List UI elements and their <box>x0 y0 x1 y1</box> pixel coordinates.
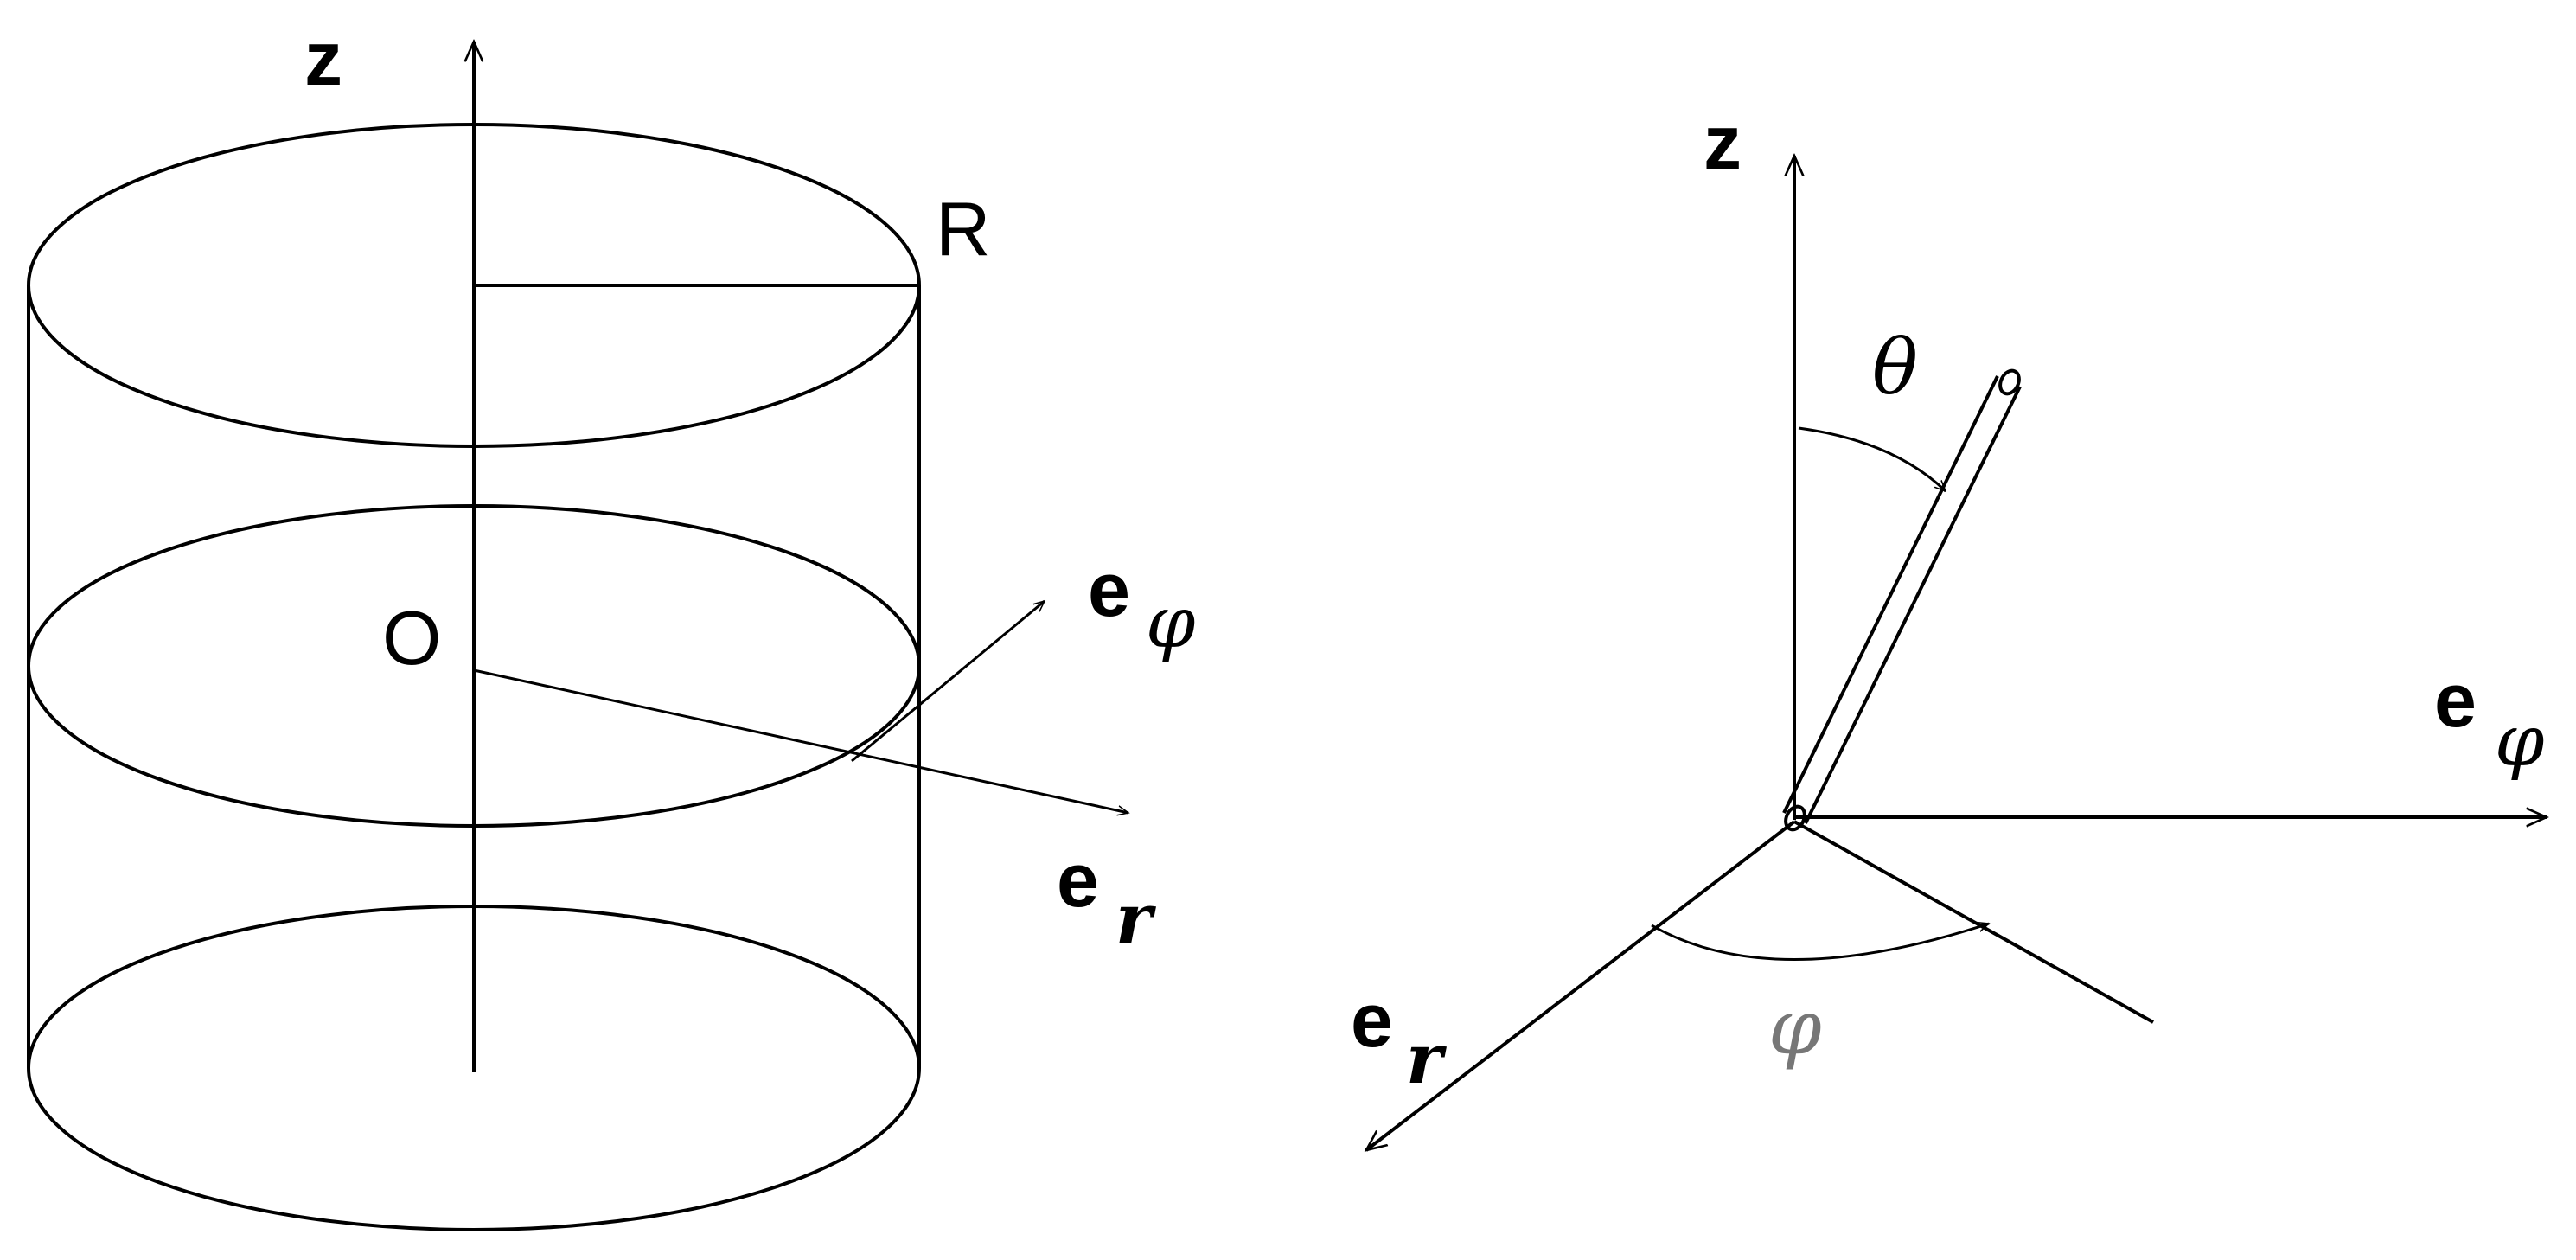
spherical-e-phi-label: e <box>2434 657 2477 743</box>
e-r-label: e <box>1057 837 1099 923</box>
e-phi-vector <box>851 601 1045 763</box>
e-phi-subscript: φ <box>1146 582 1196 664</box>
e-phi-label: e <box>1088 547 1130 632</box>
spherical-z-label: z <box>1703 99 1742 185</box>
z-axis-label: z <box>304 16 342 101</box>
phi-arc <box>1651 924 1989 961</box>
projection-line <box>1793 820 2154 1024</box>
phi-angle-label: φ <box>1768 982 1822 1071</box>
origin-label: O <box>382 595 441 681</box>
e-r-subscript: r <box>1115 878 1156 959</box>
spherical-figure: z θ φ e φ e r <box>1351 99 2547 1150</box>
rod <box>1782 368 2022 832</box>
theta-arc <box>1798 426 1946 491</box>
spherical-e-r-subscript: r <box>1406 1018 1447 1099</box>
e-r-vector <box>473 668 1128 813</box>
spherical-e-phi-subscript: φ <box>2495 700 2545 783</box>
theta-label: θ <box>1872 323 1918 412</box>
spherical-e-r-axis <box>1366 820 1796 1150</box>
spherical-e-r-label: e <box>1351 977 1393 1063</box>
cylinder-figure: z R O e φ e r <box>27 16 1196 1231</box>
radius-label: R <box>936 186 991 272</box>
